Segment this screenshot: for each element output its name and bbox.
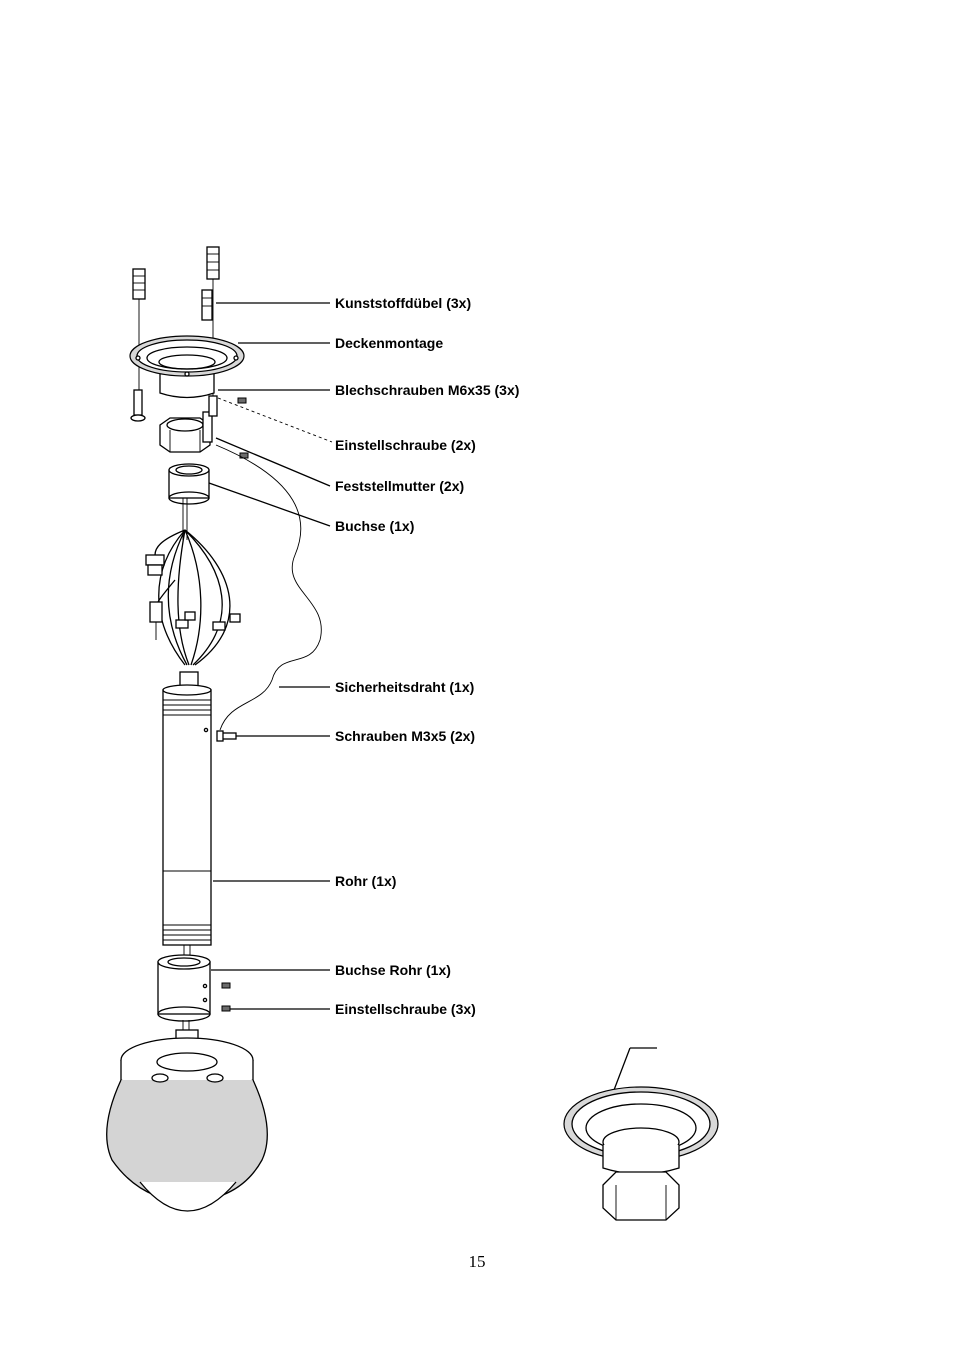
callout-sheet-screws: Blechschrauben M6x35 (3x) bbox=[335, 382, 519, 398]
callout-dowel: Kunststoffdübel (3x) bbox=[335, 295, 471, 311]
callout-pipe: Rohr (1x) bbox=[335, 873, 396, 889]
dowel-left bbox=[132, 268, 146, 390]
socket-part bbox=[168, 463, 210, 540]
sheet-screw-left bbox=[130, 389, 146, 422]
hex-coupling bbox=[159, 395, 218, 453]
safety-wire-part bbox=[215, 444, 322, 731]
cable-bundle bbox=[145, 529, 241, 666]
callout-set-screw-bottom: Einstellschraube (3x) bbox=[335, 1001, 476, 1017]
dome-camera bbox=[106, 1029, 268, 1212]
dowel-center-back bbox=[201, 289, 213, 321]
callout-ceiling-mount: Deckenmontage bbox=[335, 335, 443, 351]
callout-socket: Buchse (1x) bbox=[335, 518, 414, 534]
callout-screws-m3: Schrauben M3x5 (2x) bbox=[335, 728, 475, 744]
pipe-part bbox=[162, 671, 212, 946]
pipe-socket-part bbox=[157, 954, 231, 1022]
ceiling-mount-part bbox=[129, 335, 245, 399]
callout-lock-nut: Feststellmutter (2x) bbox=[335, 478, 464, 494]
callout-set-screw-top: Einstellschraube (2x) bbox=[335, 437, 476, 453]
inset-mount-detail bbox=[563, 1047, 719, 1221]
screw-m3-part bbox=[216, 730, 237, 742]
set-screw-top-part bbox=[217, 397, 333, 459]
callout-safety-wire: Sicherheitsdraht (1x) bbox=[335, 679, 474, 695]
callout-pipe-socket: Buchse Rohr (1x) bbox=[335, 962, 451, 978]
leader-lines bbox=[208, 302, 331, 1010]
page-number: 15 bbox=[468, 1252, 486, 1271]
